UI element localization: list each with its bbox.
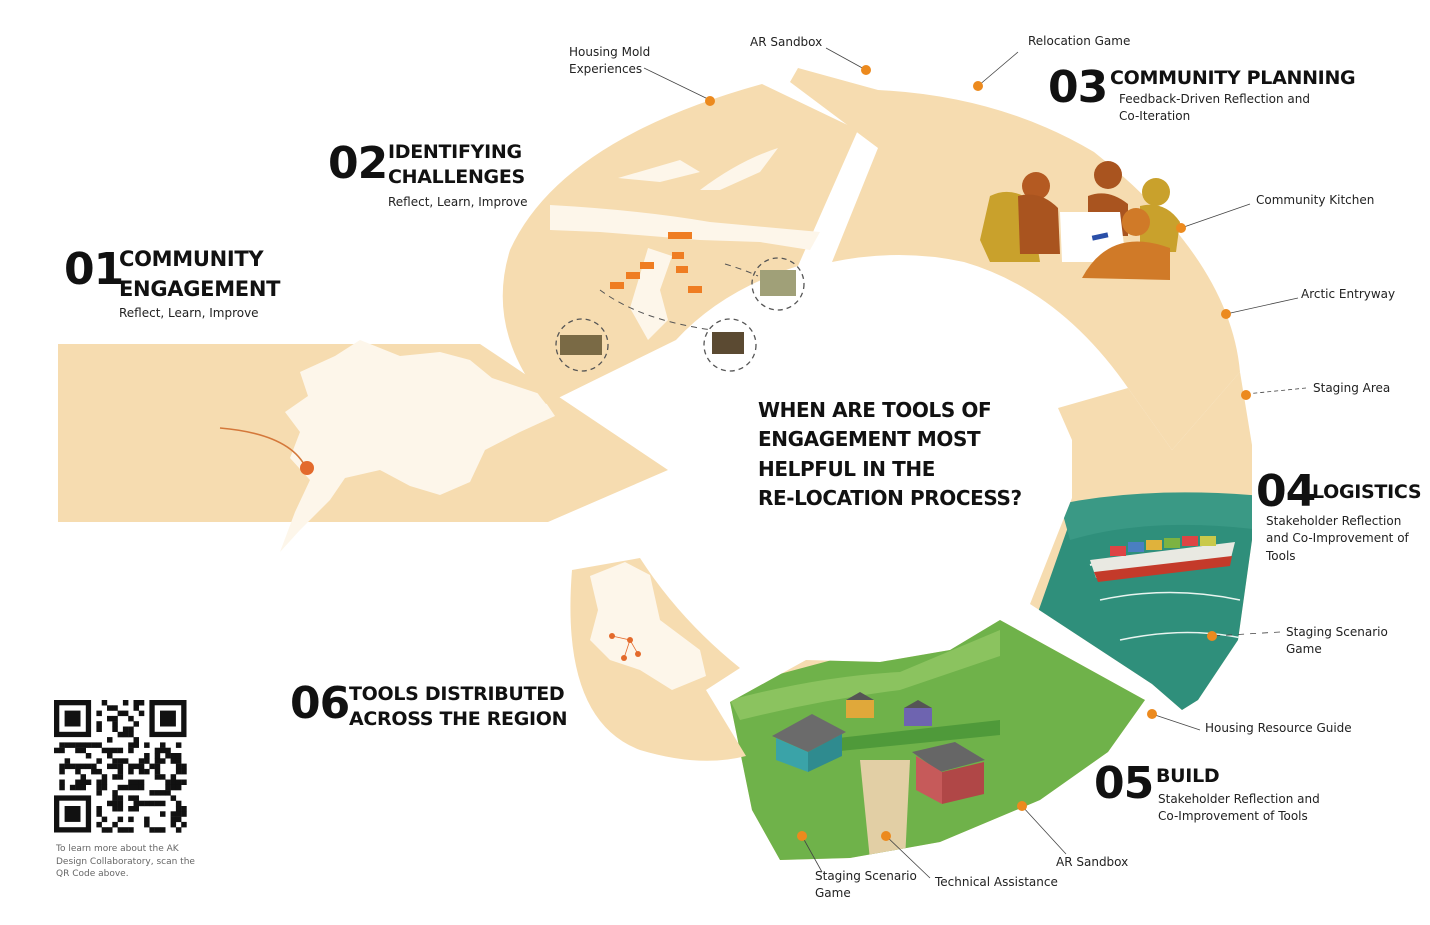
tool-label-housing-resource-guide: Housing Resource Guide — [1205, 720, 1352, 737]
alaska-map-shape — [280, 340, 555, 552]
segment-01-community-engagement — [58, 340, 668, 552]
tool-label-relocation-game: Relocation Game — [1028, 33, 1130, 50]
phase-title-line: TOOLS DISTRIBUTED — [349, 683, 565, 705]
phase-subtitle-line: and Co-Improvement of — [1266, 531, 1409, 546]
phase-subtitle-line: Reflect, Learn, Improve — [119, 306, 259, 320]
phase-03-number: 03 — [1048, 62, 1108, 113]
phase-subtitle-line: Reflect, Learn, Improve — [388, 195, 528, 209]
phase-subtitle-line: Stakeholder Reflection — [1266, 514, 1402, 528]
phase-05-title: BUILD — [1156, 764, 1220, 789]
tool-label-ar-sandbox-bottom: AR Sandbox — [1056, 854, 1128, 871]
phase-title-line: IDENTIFYING — [388, 141, 522, 163]
qr-code[interactable] — [54, 700, 187, 833]
phase-05-number: 05 — [1094, 758, 1154, 809]
center-question-line: WHEN ARE TOOLS OF — [758, 398, 992, 422]
phase-title-line: BUILD — [1156, 765, 1220, 787]
tool-label-line: Relocation Game — [1028, 34, 1131, 48]
tool-label-line: Staging Scenario — [815, 869, 917, 883]
center-question: WHEN ARE TOOLS OF ENGAGEMENT MOST HELPFU… — [758, 396, 1022, 514]
tool-label-community-kitchen: Community Kitchen — [1256, 192, 1374, 209]
segment-06-tools-distributed — [570, 558, 746, 761]
tool-label-staging-scenario-game-bottom: Staging Scenario Game — [815, 868, 917, 902]
center-question-line: HELPFUL IN THE — [758, 456, 935, 481]
tool-label-ar-sandbox-top: AR Sandbox — [750, 34, 822, 51]
tool-label-staging-scenario-game-right: Staging Scenario Game — [1286, 624, 1388, 658]
location-marker-icon — [300, 461, 314, 475]
tool-label-housing-mold-experiences: Housing Mold Experiences — [569, 44, 650, 78]
tool-label-arctic-entryway: Arctic Entryway — [1301, 286, 1395, 303]
tool-label-line: Housing Mold — [569, 45, 651, 59]
tool-label-line: Housing Resource Guide — [1205, 721, 1352, 735]
tool-label-line: Staging Scenario — [1286, 625, 1388, 639]
phase-01-title: COMMUNITY ENGAGEMENT — [119, 244, 280, 305]
phase-title-line: ACROSS THE REGION — [349, 707, 568, 730]
phase-title-line: COMMUNITY — [119, 247, 264, 271]
phase-title-line: CHALLENGES — [388, 165, 525, 188]
segment-03-community-planning — [790, 68, 1240, 450]
segment-05-build — [730, 620, 1145, 860]
phase-01-number: 01 — [64, 244, 124, 295]
phase-06-number: 06 — [290, 678, 350, 729]
phase-subtitle-line: Tools — [1266, 548, 1296, 563]
phase-04-title: LOGISTICS — [1312, 480, 1422, 505]
phase-subtitle-line: Feedback-Driven Reflection and — [1119, 92, 1310, 106]
phase-03-subtitle: Feedback-Driven Reflection and Co-Iterat… — [1119, 91, 1310, 126]
tool-markers — [705, 65, 1251, 841]
phase-title-line: ENGAGEMENT — [119, 277, 281, 302]
phase-title-line: LOGISTICS — [1312, 481, 1422, 503]
tool-label-line: Community Kitchen — [1256, 193, 1375, 207]
segment-02-identifying-challenges — [502, 84, 858, 404]
phase-subtitle-line: Co-Iteration — [1119, 109, 1191, 124]
phase-04-number: 04 — [1256, 466, 1316, 517]
tool-leader-lines — [643, 47, 1307, 879]
tool-label-staging-area: Staging Area — [1313, 380, 1390, 397]
segment-04-logistics — [1030, 372, 1252, 710]
tool-label-line: AR Sandbox — [1056, 855, 1129, 869]
phase-06-title: TOOLS DISTRIBUTED ACROSS THE REGION — [349, 682, 568, 731]
phase-02-subtitle: Reflect, Learn, Improve — [388, 194, 528, 211]
tool-label-line: Arctic Entryway — [1301, 287, 1396, 301]
tool-label-line: Game — [815, 885, 851, 900]
center-question-line: ENGAGEMENT MOST — [758, 427, 981, 452]
tool-label-line: Staging Area — [1313, 381, 1391, 395]
phase-subtitle-line: Stakeholder Reflection and — [1158, 792, 1320, 806]
qr-code-caption: To learn more about the AK Design Collab… — [56, 844, 195, 880]
phase-02-number: 02 — [328, 138, 388, 189]
phase-subtitle-line: Co-Improvement of Tools — [1158, 809, 1308, 824]
phase-02-title: IDENTIFYING CHALLENGES — [388, 140, 525, 189]
phase-01-subtitle: Reflect, Learn, Improve — [119, 305, 259, 322]
tool-label-line: Game — [1286, 641, 1322, 656]
tool-label-line: Experiences — [569, 61, 643, 76]
phase-04-subtitle: Stakeholder Reflection and Co-Improvemen… — [1266, 513, 1409, 565]
center-question-line: RE-LOCATION PROCESS? — [758, 486, 1022, 511]
tool-label-technical-assistance: Technical Assistance — [935, 874, 1058, 891]
phase-05-subtitle: Stakeholder Reflection and Co-Improvemen… — [1158, 791, 1320, 826]
phase-title-line: COMMUNITY PLANNING — [1110, 67, 1356, 89]
tool-label-line: AR Sandbox — [750, 35, 823, 49]
tool-label-line: Technical Assistance — [935, 875, 1058, 889]
phase-03-title: COMMUNITY PLANNING — [1110, 66, 1356, 91]
